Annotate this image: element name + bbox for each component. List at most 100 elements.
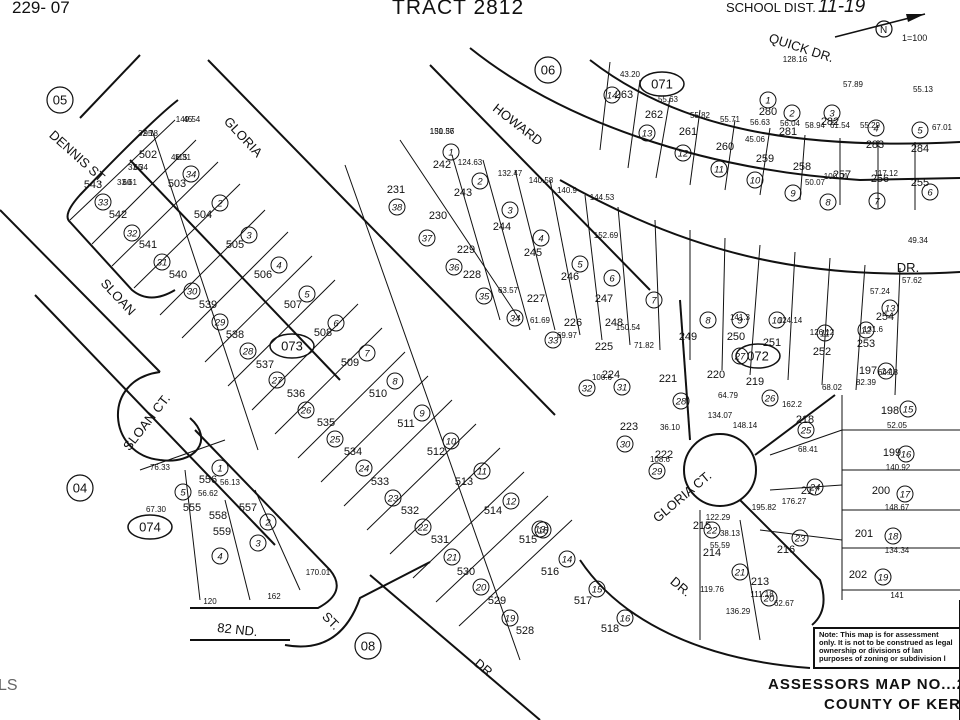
lot-number: 28 xyxy=(242,347,254,358)
lot-circle-icon xyxy=(816,324,834,342)
street-label: DR. xyxy=(667,574,694,600)
lot-number: 9 xyxy=(790,189,796,200)
dimension-label: 170.01 xyxy=(306,568,331,577)
dimension-label: 162.2 xyxy=(782,400,803,409)
lot-number: 7 xyxy=(364,349,370,360)
map-page-number: 04 xyxy=(73,481,87,496)
lot-number: 20 xyxy=(763,594,775,605)
lot-circle-icon xyxy=(473,462,491,480)
lot-circle-icon xyxy=(413,404,431,422)
lot-circle-icon xyxy=(699,311,717,329)
map-page-ref: 08 xyxy=(354,632,382,660)
parcel-number: 249 xyxy=(679,331,697,343)
parcel-number: 540 xyxy=(169,269,187,281)
dimension-label: 52.05 xyxy=(887,421,908,430)
lot-number: 23 xyxy=(794,534,806,545)
parcel-number: 224 xyxy=(602,369,620,381)
dimension-label: 33.61 xyxy=(117,178,138,187)
lot-circle-icon xyxy=(710,160,728,178)
lot-number: 8 xyxy=(392,377,398,388)
parcel-number: 282 xyxy=(821,116,839,128)
lot-number: 33 xyxy=(548,336,559,347)
parcel-number: 535 xyxy=(317,417,335,429)
lot-number: 31 xyxy=(617,383,628,394)
lot-number: 22 xyxy=(417,523,429,534)
dimension-label: 55.71 xyxy=(720,115,741,124)
parcel-number: 505 xyxy=(226,239,244,251)
parcel-number: 202 xyxy=(849,569,867,581)
dimension-label: 195.82 xyxy=(752,503,777,512)
parcel: 202 19 xyxy=(849,568,892,586)
parcel-number: 508 xyxy=(314,327,332,339)
lot-number: 12 xyxy=(861,326,872,337)
map-page-ref: 04 xyxy=(66,474,94,502)
lot-circle-icon xyxy=(506,309,524,327)
parcel-number: 542 xyxy=(109,209,127,221)
dimension-label: 65 xyxy=(134,163,143,172)
lot-circle-icon xyxy=(731,563,749,581)
lot-circle-icon xyxy=(544,331,562,349)
dimension-label: 68.41 xyxy=(798,445,819,454)
dimension-label: 56.63 xyxy=(750,118,771,127)
street-label: DR. xyxy=(897,260,919,275)
dimension-label: 115 xyxy=(175,153,188,162)
parcel-number: 250 xyxy=(727,331,745,343)
lot-circle-icon xyxy=(471,172,489,190)
street-label: SLOAN CT. xyxy=(120,391,173,453)
lot-number: 4 xyxy=(276,261,281,272)
lot-circle-icon xyxy=(571,255,589,273)
school-district-label: SCHOOL DIST. xyxy=(726,0,816,15)
lot-number: 23 xyxy=(387,494,399,505)
lot-circle-icon xyxy=(797,421,815,439)
parcel-number: 219 xyxy=(746,376,764,388)
parcel-number: 254 xyxy=(876,311,894,323)
parcel-number: 555 xyxy=(183,502,201,514)
north-arrow-icon: N xyxy=(834,13,926,38)
dimension-label: 57.62 xyxy=(902,276,923,285)
parcel-number: 502 xyxy=(139,149,157,161)
lot-number: 26 xyxy=(764,394,776,405)
dimension-label: 119.76 xyxy=(700,585,724,594)
lot-circle-icon xyxy=(211,313,229,331)
lot-number: 4 xyxy=(217,552,222,563)
lot-number: 20 xyxy=(475,583,487,594)
dimension-label: 62.67 xyxy=(774,599,795,608)
dimension-label: 71.82 xyxy=(634,341,655,350)
dimension-label: 117.12 xyxy=(874,169,898,178)
lot-circle-icon xyxy=(578,379,596,397)
dimension-label: 176.27 xyxy=(782,497,807,506)
parcel-number: 227 xyxy=(527,293,545,305)
lot-circle-icon xyxy=(731,311,749,329)
lot-number: 18 xyxy=(888,532,899,543)
dimension-label: 111.18 xyxy=(750,590,774,599)
lot-circle-icon xyxy=(358,344,376,362)
lot-number: 1 xyxy=(765,96,770,107)
dimension-label: 55.13 xyxy=(913,85,934,94)
dimension-label: 56.04 xyxy=(780,119,801,128)
lot-number: 14 xyxy=(607,91,618,102)
parcel-number: 216 xyxy=(777,544,795,556)
lot-number: 10 xyxy=(446,437,457,448)
street-label: 82 ND. xyxy=(217,620,259,639)
lot-number: 19 xyxy=(878,573,889,584)
